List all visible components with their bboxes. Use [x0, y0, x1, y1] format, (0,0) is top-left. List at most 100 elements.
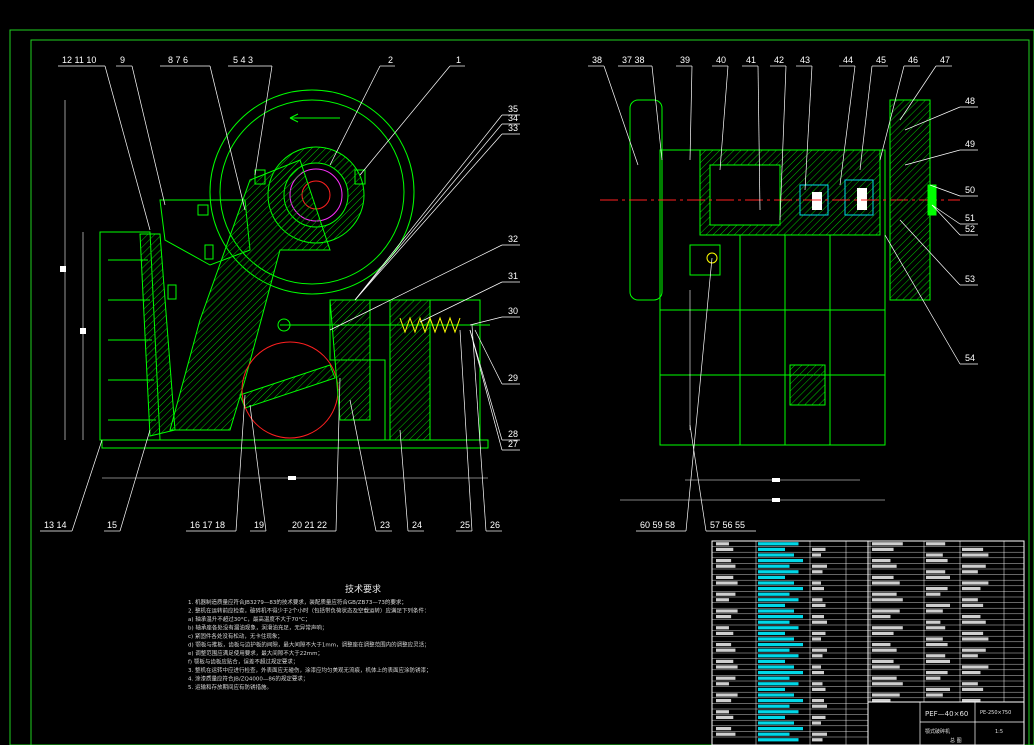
parts-list-cell: [812, 721, 821, 725]
front-view-top-labels-leader-4: [329, 65, 381, 166]
front-view-right-labels-label-7: 28: [508, 429, 518, 439]
parts-list-cell: [872, 643, 891, 647]
parts-list-cell: [758, 671, 803, 675]
parts-list-cell: [872, 559, 891, 563]
parts-list-cell: [812, 715, 826, 719]
moving-jaw: [169, 159, 331, 431]
parts-list-cell: [812, 615, 824, 619]
parts-list-cell: [812, 581, 821, 585]
parts-list-cell: [716, 643, 732, 647]
parts-list-cell: [812, 732, 827, 736]
parts-list-cell: [758, 693, 794, 697]
side-view-right-labels-leader-4: [931, 204, 961, 236]
side-view-top-labels-label-2: 39: [680, 55, 690, 65]
side-view-right-labels-leader-0: [904, 106, 961, 131]
parts-list-cell: [872, 676, 897, 680]
parts-list-cell: [716, 615, 732, 619]
front-view-bottom-labels-leader-8: [471, 324, 487, 532]
side-view-top-labels-leader-3: [719, 65, 729, 171]
title-block: PEF—40×60 PE-250×750 颚式破碎机 总 图 1:5: [867, 701, 1025, 745]
parts-list-cell: [926, 603, 950, 607]
parts-list-cell: [758, 626, 799, 630]
parts-list-cell: [758, 559, 803, 563]
parts-list-cell: [872, 598, 903, 602]
parts-list-cell: [812, 671, 824, 675]
rod-pin: [277, 318, 291, 332]
parts-list-cell: [872, 564, 897, 568]
toggle-block: [789, 364, 826, 406]
bolt-d: [167, 284, 177, 300]
side-view-right-labels-leader-6: [884, 234, 961, 365]
parts-list-cell: [812, 598, 823, 602]
parts-list-cell: [716, 542, 729, 546]
bolt-a: [197, 204, 209, 216]
parts-list-cell: [872, 665, 900, 669]
side-view-top-labels-leader-10: [899, 65, 937, 121]
toggle-plate: [239, 364, 336, 409]
dim-mark-a: [60, 266, 66, 272]
right-pulley: [889, 99, 931, 301]
title-block-frame: [867, 701, 1025, 745]
side-view-right-labels-label-2: 50: [965, 185, 975, 195]
side-view-bottom-labels-label-0: 60 59 58: [640, 520, 675, 530]
flywheel-rim: [219, 99, 405, 285]
rotation-arrow: [289, 113, 340, 123]
tech-line-8: 3. 整机在运转中应进行检查，外表面应无碰伤，涂漆应均匀美观无流痕，机体上的表面…: [188, 666, 432, 674]
front-view-bottom-labels-label-1: 15: [107, 520, 117, 530]
front-view-right-labels-leader-0: [354, 114, 503, 301]
front-view-bottom-labels-label-4: 20 21 22: [292, 520, 327, 530]
parts-list-cell: [758, 727, 803, 731]
parts-list-cell: [758, 659, 785, 663]
front-view-right-labels-label-6: 29: [508, 373, 518, 383]
housing-cavity: [709, 164, 781, 226]
parts-list-cell: [962, 553, 989, 557]
bearing-right: [844, 179, 874, 216]
front-view-top-labels-label-3: 5 4 3: [233, 55, 253, 65]
parts-list-cell: [872, 626, 903, 630]
parts-list-cell: [872, 547, 894, 551]
parts-list-cell: [812, 687, 826, 691]
parts-list-cell: [812, 704, 827, 708]
title-code: PE-250×750: [980, 710, 1011, 716]
front-view-top-labels-leader-3: [254, 65, 273, 176]
side-view-right-labels-label-0: 48: [965, 96, 975, 106]
parts-list-cell: [812, 631, 826, 635]
tech-line-5: d) 颚板与推板，齿板与边护板的间隙，最大间隙不大于1mm，调整座在调整范围内的…: [188, 641, 430, 649]
parts-list-cell: [812, 738, 823, 742]
parts-list-cell: [962, 654, 978, 658]
side-view-top-labels-leader-7: [839, 65, 856, 186]
side-view-top-labels-label-5: 42: [774, 55, 784, 65]
parts-list-cell: [758, 547, 785, 551]
parts-list-cell: [716, 710, 729, 714]
parts-list-cell: [716, 631, 734, 635]
parts-list-cell: [758, 598, 799, 602]
parts-list-cell: [812, 587, 824, 591]
parts-list-cell: [716, 609, 738, 613]
side-view-bottom-labels-label-1: 57 56 55: [710, 520, 745, 530]
parts-list-cell: [926, 587, 948, 591]
parts-list-cell: [758, 553, 794, 557]
parts-list-cell: [962, 631, 984, 635]
tech-line-6: e) 调整范围应满足使用要求，最大间隙不大于22mm；: [188, 649, 323, 657]
parts-list-cell: [758, 581, 794, 585]
parts-list-cell: [716, 564, 736, 568]
front-view-right-labels-label-5: 30: [508, 306, 518, 316]
tension-spring: [399, 316, 461, 334]
side-view-top-labels-label-10: 47: [940, 55, 950, 65]
front-view-top-labels-label-4: 2: [388, 55, 393, 65]
parts-list-cell: [926, 559, 948, 563]
bolt-c: [354, 169, 366, 185]
front-view-top-labels-label-0: 12 11 10: [62, 55, 96, 65]
lower-bolt: [706, 252, 718, 264]
parts-list-cell: [812, 637, 821, 641]
parts-list-cell: [872, 615, 891, 619]
tech-line-4: c) 紧固件各处没有松动，无卡住现象；: [188, 632, 283, 640]
side-view-top-labels-leader-0: [603, 65, 639, 166]
parts-list-cell: [758, 682, 799, 686]
parts-list-cell: [926, 676, 941, 680]
tech-lines: 1. 机器制造质量应符合JB3279—83的技术要求，装配质量应符合GB/ZB7…: [188, 598, 432, 691]
parts-list-cell: [926, 609, 943, 613]
front-view-bottom-labels-label-0: 13 14: [44, 520, 67, 530]
parts-list-cell: [716, 659, 734, 663]
